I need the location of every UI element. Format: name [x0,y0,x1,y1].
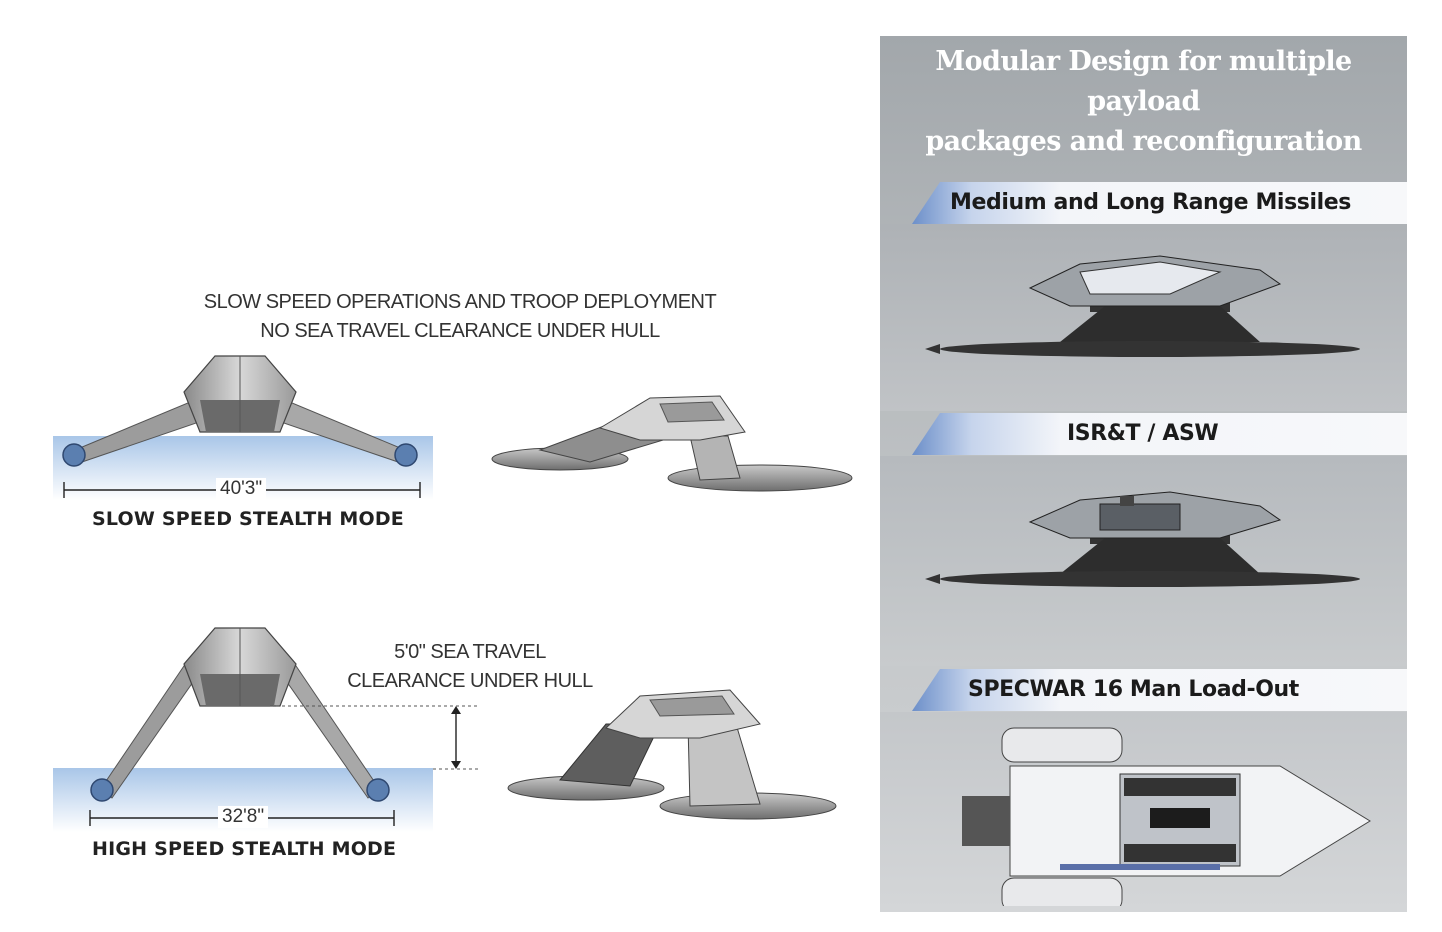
isr-label: ISR&T / ASW [1067,421,1219,446]
specwar-label: SPECWAR 16 Man Load-Out [968,677,1299,702]
isr-boat-side-view [925,491,1360,587]
clearance-caption-line1: 5'0" SEA TRAVEL [394,641,546,663]
slow-speed-caption: SLOW SPEED OPERATIONS AND TROOP DEPLOYME… [160,288,760,346]
diagram-drawing [53,355,853,832]
clearance-caption: 5'0" SEA TRAVEL CLEARANCE UNDER HULL [330,638,610,696]
missiles-banner: Medium and Long Range Missiles [912,182,1407,224]
high-mode-label: HIGH SPEED STEALTH MODE [92,838,397,860]
isr-banner: ISR&T / ASW [912,413,1407,455]
left-pontoon [90,778,114,802]
high-width-label: 32'8" [218,806,269,828]
panel-title-line2: packages and reconfiguration [925,126,1362,157]
high-speed-3d-view [507,689,837,820]
isr-section [880,456,1407,666]
panel-title-line1: Modular Design for multiple payload [935,46,1352,117]
clearance-caption-line2: CLEARANCE UNDER HULL [347,670,593,692]
slow-speed-front-view [53,355,433,500]
right-pontoon [366,778,390,802]
slow-mode-label: SLOW SPEED STEALTH MODE [92,508,404,530]
specwar-banner: SPECWAR 16 Man Load-Out [912,669,1407,711]
specwar-boat-top-view [962,727,1371,906]
specwar-section [880,712,1407,912]
missiles-section [880,224,1407,411]
near-pontoon [667,464,853,492]
configuration-diagram: SLOW SPEED OPERATIONS AND TROOP DEPLOYME… [53,288,853,860]
modular-design-panel: Modular Design for multiple payload pack… [880,36,1407,912]
missiles-label: Medium and Long Range Missiles [950,190,1351,215]
panel-title: Modular Design for multiple payload pack… [880,42,1407,162]
slow-caption-line1: SLOW SPEED OPERATIONS AND TROOP DEPLOYME… [203,291,717,313]
slow-speed-3d-view [491,395,853,492]
right-pontoon [394,443,418,467]
slow-width-label: 40'3" [216,478,267,500]
slow-caption-line2: NO SEA TRAVEL CLEARANCE UNDER HULL [260,320,660,342]
missiles-boat-side-view [925,255,1360,357]
left-pontoon [62,443,86,467]
